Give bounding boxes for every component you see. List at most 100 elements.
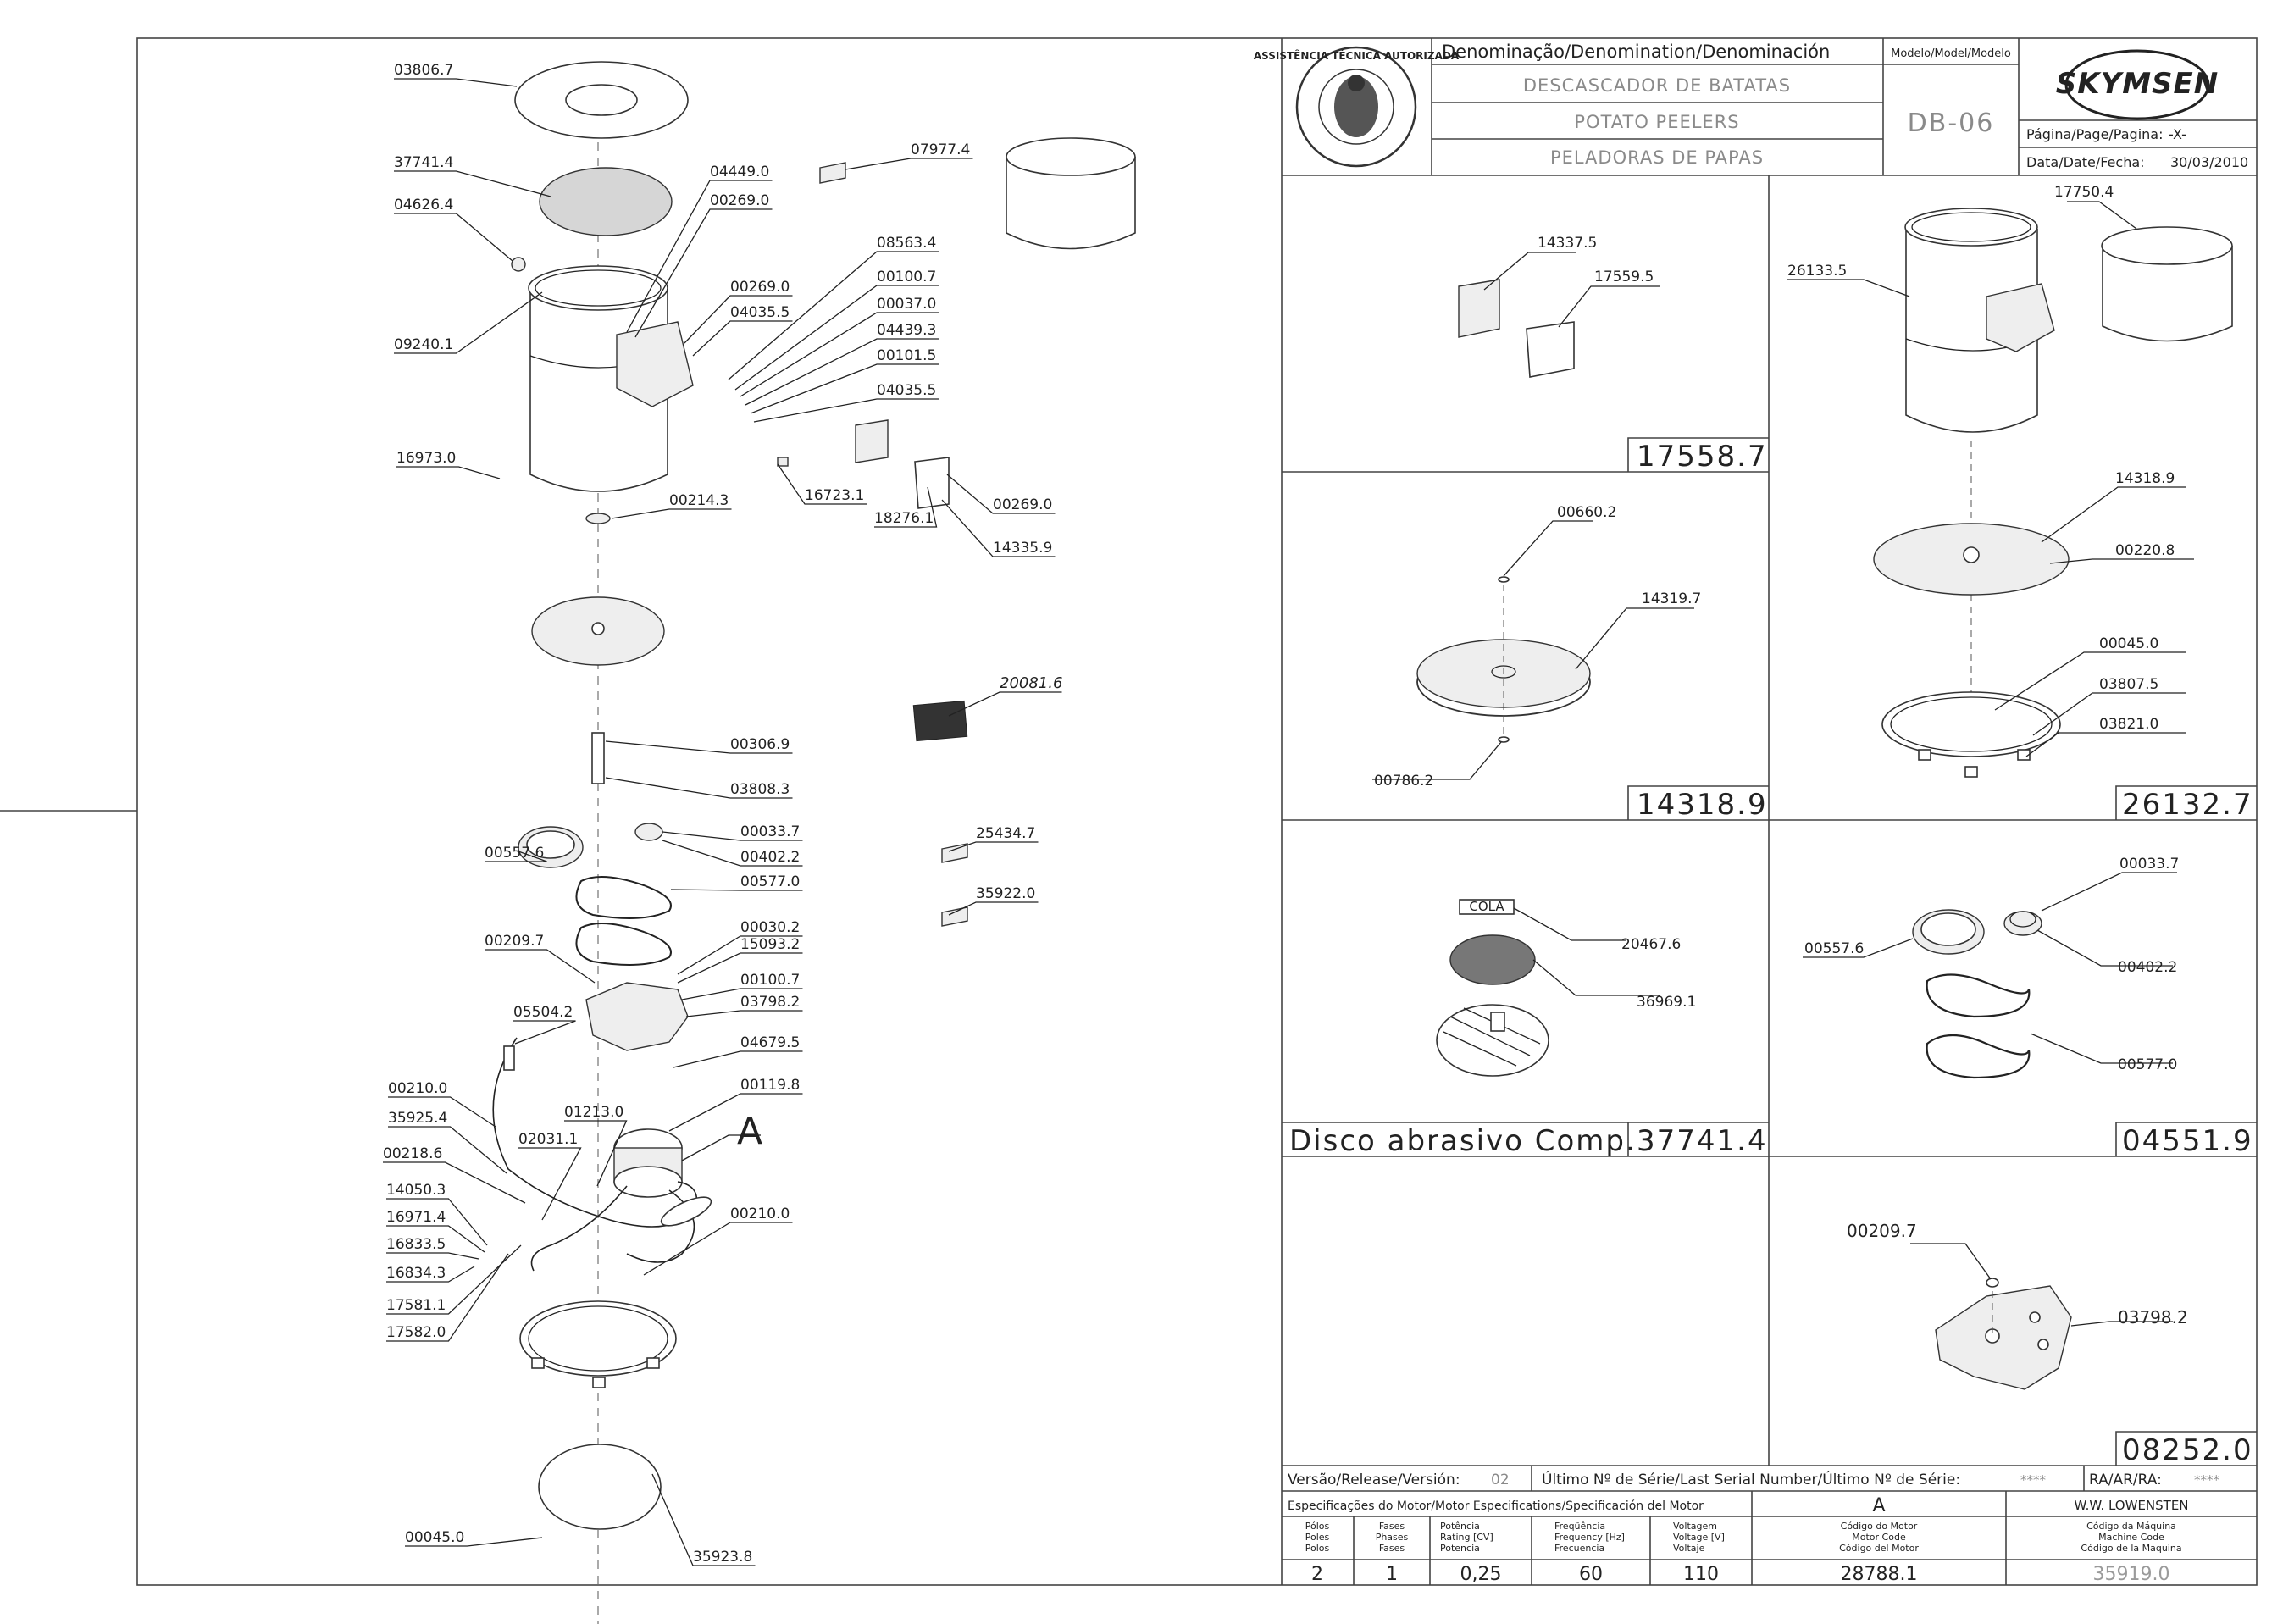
col-power-pt: Potência (1440, 1521, 1480, 1532)
part-label-16971-4: 16971.4 (386, 1209, 446, 1226)
plate-16723 (855, 419, 889, 463)
base-ring (519, 1300, 677, 1377)
part-label-00209-7: 00209.7 (485, 933, 544, 950)
leader-line (605, 740, 793, 754)
part-label-04626-4: 04626.4 (394, 197, 453, 213)
cover-ring (1006, 157, 1136, 250)
leader-line (728, 251, 939, 380)
leader-line (386, 1252, 479, 1260)
col-motorcode-es: Código del Motor (1839, 1543, 1919, 1554)
serial-label: Último Nº de Série/Last Serial Number/Úl… (1542, 1470, 1960, 1488)
col-volt-en: Voltage [V] (1673, 1532, 1725, 1543)
leader-line (946, 474, 1056, 514)
panel-number-04551-9: 04551.9 (2122, 1124, 2253, 1158)
main-part-labels: 03806.737741.404626.409240.116973.004449… (383, 62, 1062, 1566)
detail-panels-grid (1282, 175, 2257, 1466)
label-00402-2-sub: 00402.2 (2118, 959, 2177, 976)
panel-26132-7: 17750.4 26133.5 14318.9 00220.8 00045.0 … (1787, 184, 2257, 822)
label-26133-5: 26133.5 (1787, 263, 1847, 280)
leader-line (388, 1126, 507, 1174)
motor-spec-header: Especificações do Motor/Motor Especifica… (1288, 1499, 1704, 1513)
tag-25434-7 (941, 843, 968, 863)
panel-08252-0: 00209.7 03798.2 08252.0 (1847, 1221, 2257, 1467)
specifications-block: Versão/Release/Versión: 02 Último Nº de … (1282, 1466, 2257, 1585)
brand-name: SKYMSEN (2056, 67, 2219, 101)
leader-line (948, 691, 1062, 717)
label-03798-2-sub: 03798.2 (2118, 1307, 2188, 1327)
tag-35922-0 (941, 906, 968, 927)
col-freq-en: Frequency [Hz] (1554, 1532, 1625, 1543)
base-ring-03807-5 (1881, 691, 2061, 757)
part-label-05504-2: 05504.2 (513, 1004, 573, 1021)
label-00209-7-sub: 00209.7 (1847, 1221, 1917, 1241)
version-label: Versão/Release/Versión: (1288, 1472, 1460, 1488)
part-label-00577-0: 00577.0 (740, 873, 800, 890)
part-label-16973-0: 16973.0 (396, 450, 456, 467)
chute (1986, 283, 2055, 352)
part-label-04035-5: 04035.5 (730, 304, 790, 321)
skymsen-logo: SKYMSEN (2056, 49, 2219, 120)
bracket-03798-2 (1935, 1285, 2072, 1390)
label-17750-4: 17750.4 (2054, 184, 2114, 201)
val-poles: 2 (1311, 1564, 1323, 1585)
leader-line (394, 291, 543, 354)
val-motor-code: 28788.1 (1841, 1564, 1918, 1585)
part-label-14335-9: 14335.9 (993, 540, 1052, 557)
label-14337-5: 14337.5 (1538, 235, 1597, 252)
leader-line (874, 486, 938, 528)
panel-number-26132-7: 26132.7 (2122, 788, 2253, 822)
belt-00577-0 (575, 876, 672, 919)
label-00557-6-sub: 00557.6 (1804, 940, 1864, 957)
part-label-00306-9: 00306.9 (730, 736, 790, 753)
leader-line (740, 312, 939, 397)
leader-line (662, 831, 803, 841)
leader-line (734, 285, 939, 391)
date-value: 30/03/2010 (2170, 154, 2248, 170)
leader-line (684, 295, 793, 344)
leader-line (948, 901, 1039, 916)
leader-line (651, 1473, 756, 1566)
part-label-20081-6: 20081.6 (1000, 674, 1062, 692)
pulley-00557-6 (1920, 912, 1976, 946)
mesh-36969-1 (1449, 934, 1536, 985)
col-phases-en: Phases (1376, 1532, 1409, 1543)
part-label-00269-0: 00269.0 (710, 192, 769, 209)
col-motorcode-pt: Código do Motor (1841, 1521, 1918, 1532)
leader-line (485, 949, 596, 984)
leader-line (513, 1020, 576, 1045)
leader-line (662, 840, 803, 867)
part-label-35923-8: 35923.8 (693, 1549, 752, 1566)
drawing-frame (136, 37, 2258, 1586)
col-machinecode-en: Machine Code (2098, 1532, 2164, 1543)
part-label-35925-4: 35925.4 (388, 1110, 447, 1127)
part-label-00210-0: 00210.0 (730, 1206, 790, 1222)
leader-line (677, 952, 803, 984)
part-label-08563-4: 08563.4 (877, 235, 936, 252)
label-00786-2: 00786.2 (1374, 773, 1433, 790)
ra-label: RA/AR/RA: (2089, 1472, 2162, 1488)
page-value: -X- (2169, 126, 2186, 142)
leader-line (948, 841, 1039, 852)
page-label: Página/Page/Pagina: (2026, 126, 2163, 142)
part-label-16834-3: 16834.3 (386, 1265, 446, 1282)
serial-value: **** (2020, 1472, 2047, 1488)
part-label-00214-3: 00214.3 (669, 492, 729, 509)
leader-line (386, 1266, 475, 1283)
part-label-00210-0: 00210.0 (388, 1080, 447, 1097)
col-power-es: Potencia (1440, 1543, 1480, 1554)
val-freq: 60 (1579, 1564, 1603, 1585)
part-label-18276-1: 18276.1 (874, 510, 934, 527)
label-00220-8: 00220.8 (2115, 542, 2175, 559)
leader-line (626, 180, 773, 333)
part-label-37741-4: 37741.4 (394, 154, 453, 171)
part-label-00557-6: 00557.6 (485, 845, 544, 862)
panel-number-14318-9: 14318.9 (1637, 788, 1768, 822)
leader-line (777, 463, 867, 505)
leader-line (685, 1010, 803, 1017)
label-00045-0-sub: 00045.0 (2099, 635, 2158, 652)
label-03821-0: 03821.0 (2099, 716, 2158, 733)
label-17559-5: 17559.5 (1594, 269, 1654, 285)
part-label-02031-1: 02031.1 (518, 1131, 578, 1148)
chute-assembly (616, 321, 694, 407)
